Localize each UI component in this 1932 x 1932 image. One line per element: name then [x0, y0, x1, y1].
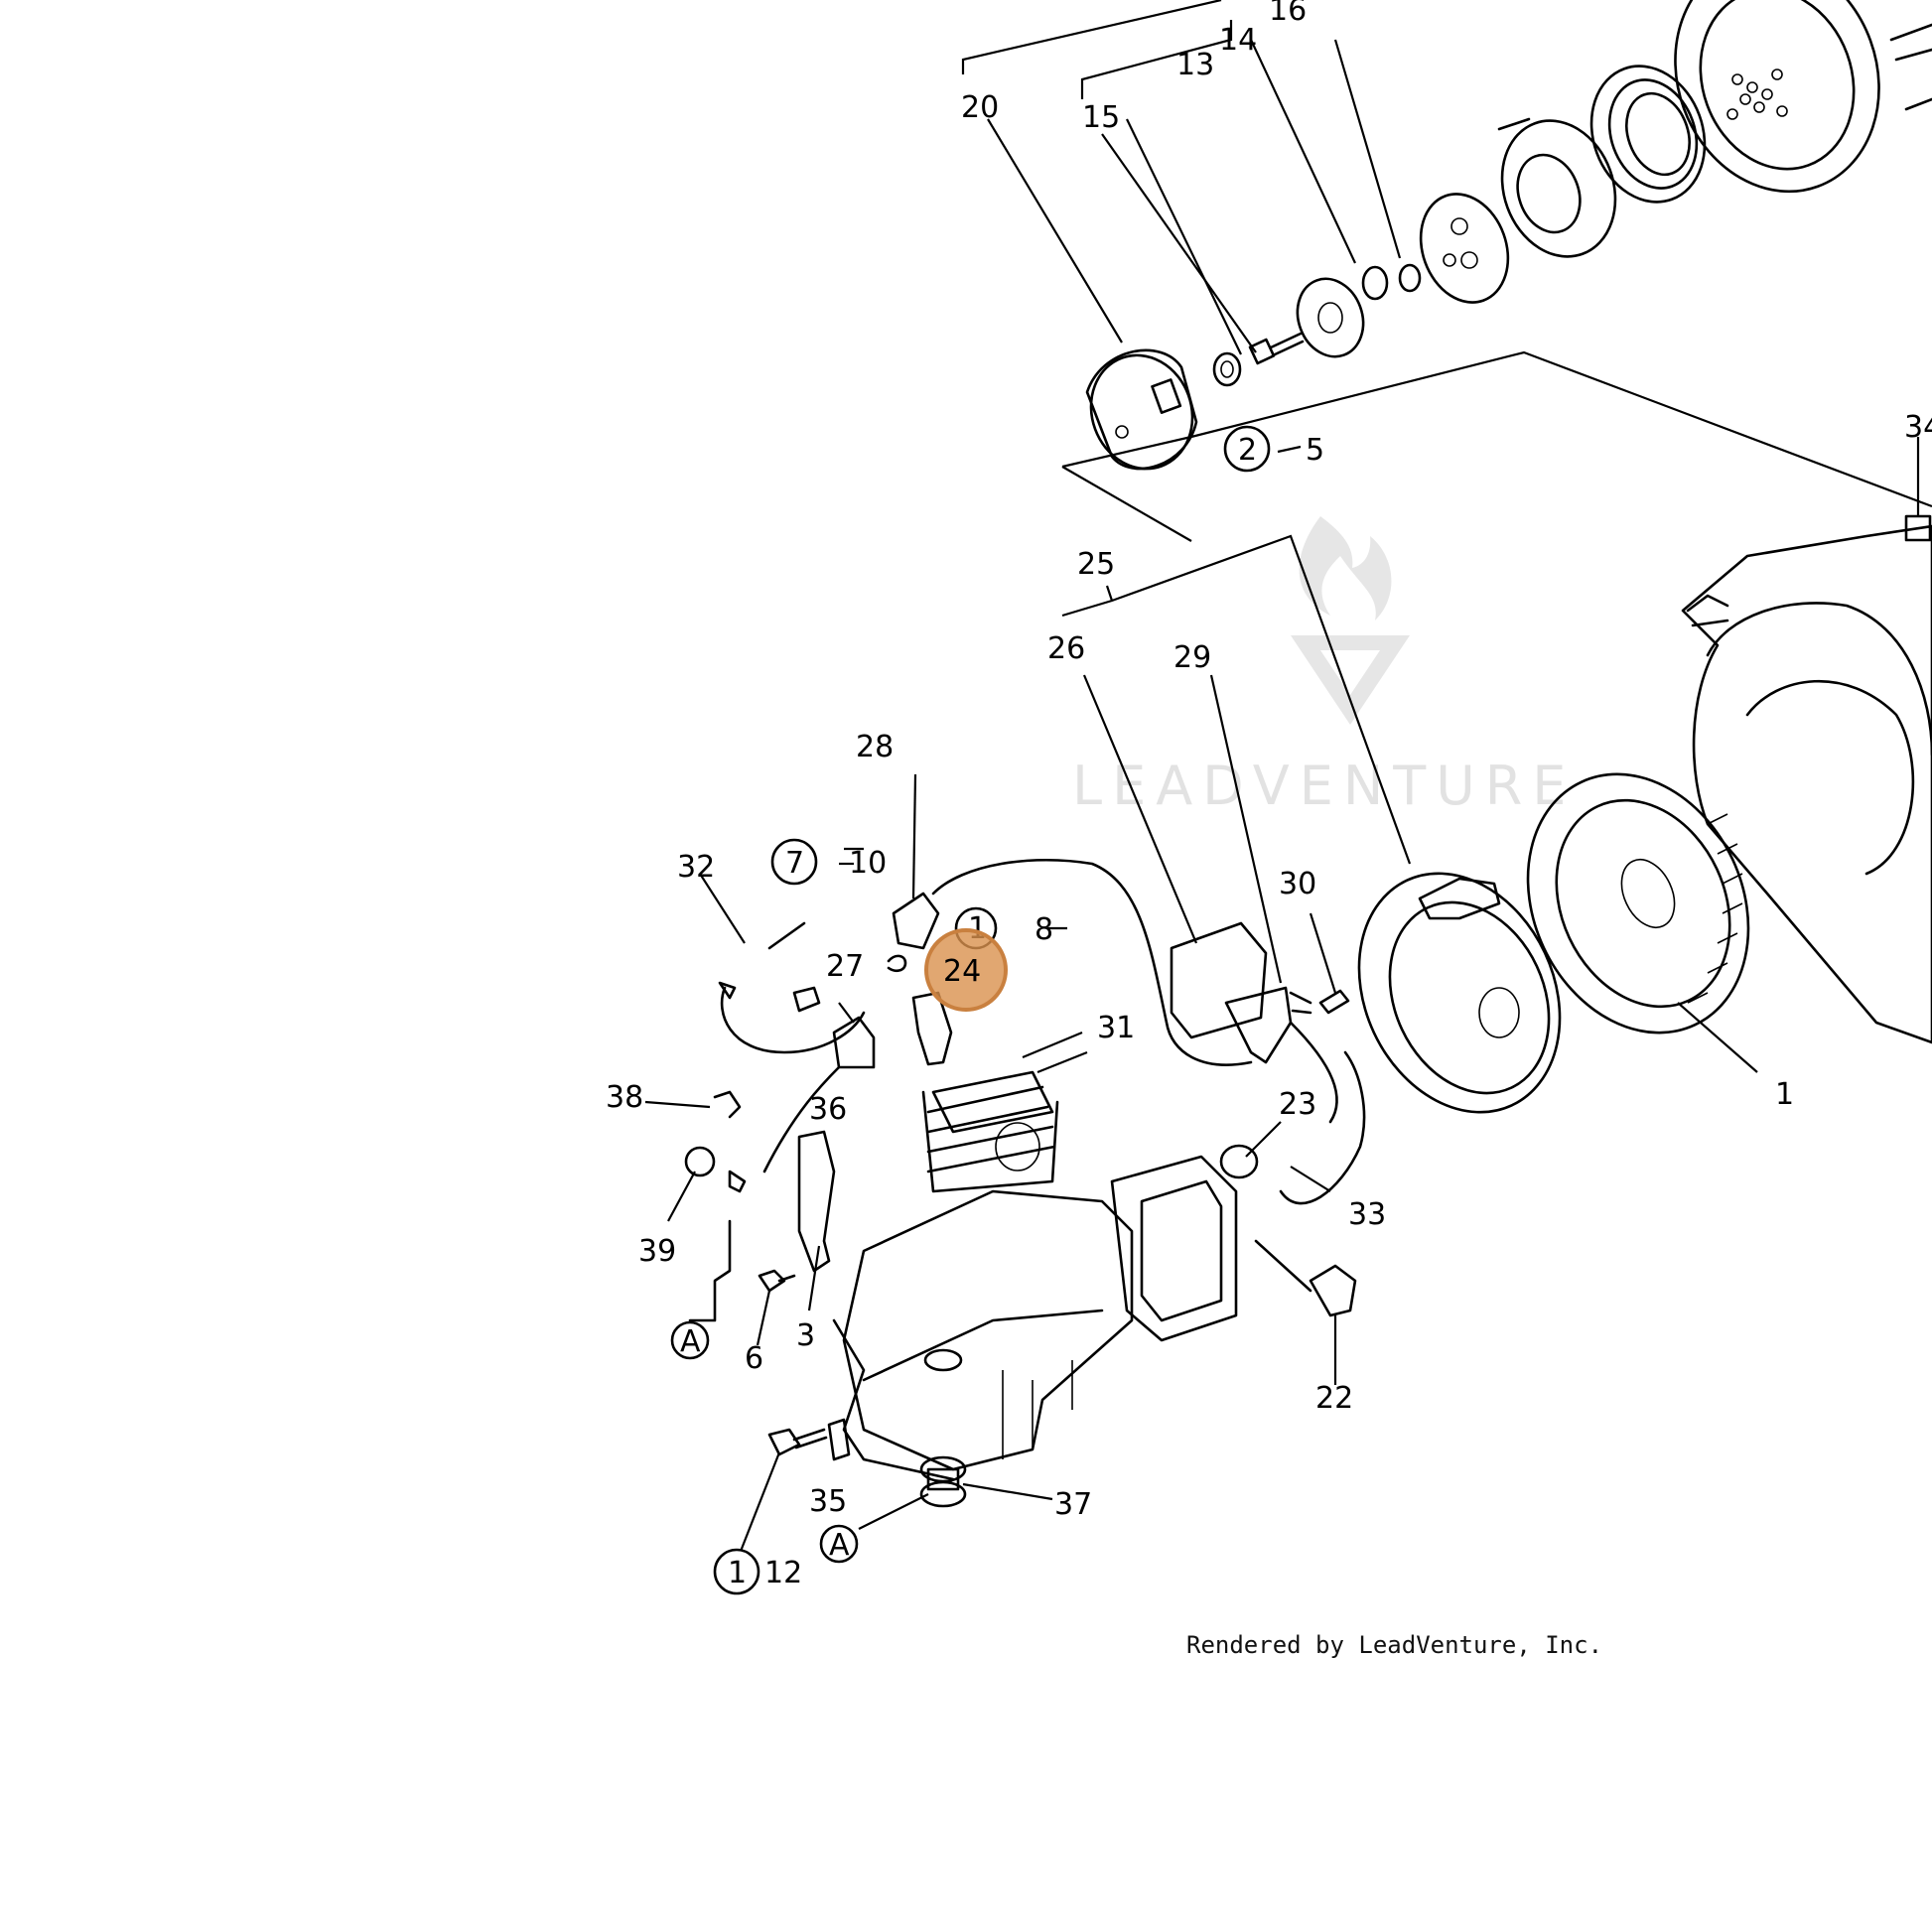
flywheel-group: [1357, 772, 1750, 1114]
fan-shroud: [1681, 437, 1932, 1044]
callout-circle-7: [770, 838, 818, 886]
callout-22: 22: [1315, 1381, 1353, 1416]
callout-12: 12: [764, 1556, 802, 1590]
callout-34: 34: [1904, 410, 1932, 445]
callout-31: 31: [1097, 1011, 1135, 1045]
recoil-starter-group: [961, 0, 1932, 471]
callout-circle-2: [1223, 425, 1271, 473]
callout-13: 13: [1176, 48, 1214, 82]
callout-circle-1b: [713, 1548, 760, 1595]
callout-circle-A: [670, 1320, 710, 1360]
watermark-text: LEADVENTURE: [1072, 755, 1576, 817]
callout-27: 27: [826, 949, 864, 984]
callout-26: 26: [1047, 631, 1085, 666]
callout-37: 37: [1054, 1487, 1092, 1522]
ignition-group: [887, 534, 1412, 1124]
callout-32: 32: [677, 850, 715, 885]
leader-lines: [644, 39, 1758, 1555]
watermark-logo: LEADVENTURE: [1072, 516, 1576, 817]
callout-36: 36: [809, 1092, 847, 1127]
callout-33: 33: [1348, 1197, 1386, 1232]
callout-7: 7: [785, 846, 804, 881]
callout-20: 20: [961, 90, 999, 125]
callout-A2: A: [829, 1528, 850, 1563]
callout-3: 3: [796, 1318, 815, 1353]
callout-14: 14: [1219, 23, 1257, 58]
callout-1b: 1: [728, 1556, 747, 1590]
small-parts: [684, 921, 1366, 1508]
callout-24: 24: [943, 954, 981, 989]
callout-39: 39: [638, 1234, 676, 1269]
callout-15: 15: [1082, 100, 1120, 135]
credit-text: Rendered by LeadVenture, Inc.: [1186, 1631, 1602, 1659]
callout-29: 29: [1173, 640, 1211, 675]
highlight-marker[interactable]: [924, 928, 1008, 1012]
callout-6: 6: [745, 1341, 763, 1376]
callout-16: 16: [1269, 0, 1307, 28]
callout-30: 30: [1279, 867, 1316, 901]
callout-A: A: [680, 1324, 701, 1359]
callout-2: 2: [1238, 433, 1257, 468]
callout-8: 8: [1035, 912, 1053, 947]
engine-block: [832, 1070, 1259, 1481]
callout-23: 23: [1279, 1087, 1316, 1122]
callout-38: 38: [606, 1080, 643, 1115]
callout-labels: 20 13 14 16 15 2 5 34 25 26 29 28 7 10 1…: [606, 0, 1932, 1595]
callout-28: 28: [856, 730, 894, 764]
callout-circle-A2: [819, 1524, 859, 1564]
callout-1-flywheel: 1: [1775, 1077, 1794, 1112]
callout-10: 10: [849, 846, 887, 881]
callout-35: 35: [809, 1484, 847, 1519]
callout-25: 25: [1077, 547, 1115, 582]
callout-5: 5: [1306, 433, 1324, 468]
